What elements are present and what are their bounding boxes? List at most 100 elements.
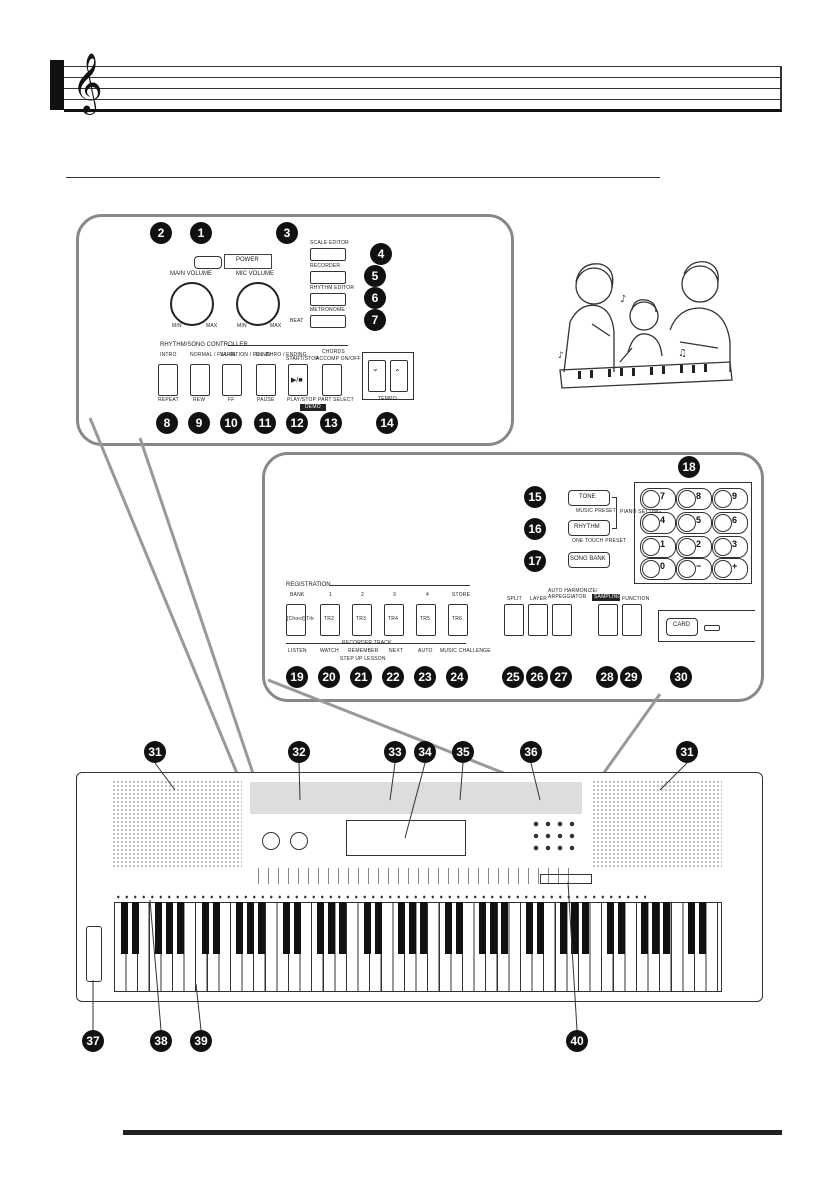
split-button[interactable] (504, 604, 524, 636)
piano-setting-label: PIANO SETTING (620, 509, 662, 515)
pad-key-3[interactable]: 3 (712, 536, 748, 558)
synchro-ending-button[interactable] (256, 364, 276, 396)
callout-6: 6 (364, 287, 386, 309)
callout-28: 28 (596, 666, 618, 688)
pad-key-plus[interactable]: + (712, 558, 748, 580)
svg-text:♫: ♫ (678, 348, 687, 359)
card-frame (658, 610, 755, 642)
layer-button[interactable] (528, 604, 548, 636)
rhythm-button[interactable] (568, 520, 610, 536)
reg-4-button[interactable] (416, 604, 436, 636)
pad-key-2[interactable]: 2 (676, 536, 712, 558)
ctrl-top-accomp: ACCOMP ON/OFF (316, 356, 361, 362)
card-slot-mini[interactable] (540, 874, 592, 884)
intro-button[interactable] (158, 364, 178, 396)
callout-9: 9 (188, 412, 210, 434)
callout-2: 2 (150, 222, 172, 244)
reg-3-button[interactable] (384, 604, 404, 636)
callout-22: 22 (382, 666, 404, 688)
callout-19: 19 (286, 666, 308, 688)
mic-volume-min: MIN (237, 323, 247, 329)
tempo-down-button[interactable] (368, 360, 386, 392)
rhythm-song-controller-label: RHYTHM/SONG CONTROLLER (160, 342, 248, 348)
ctrl-top-variation: VARIATION / FILL-IN (220, 352, 271, 358)
ctrl-bottom-pause: PAUSE (257, 397, 275, 403)
reg-2-button[interactable] (352, 604, 372, 636)
pad-key-9[interactable]: 9 (712, 488, 748, 510)
pad-key-4[interactable]: 4 (640, 512, 676, 534)
svg-text:♪: ♪ (620, 294, 626, 305)
reg-top-4: 4 (426, 592, 429, 598)
scale-editor-button[interactable] (310, 248, 346, 261)
layer-label: LAYER (530, 596, 548, 602)
callout-1: 1 (190, 222, 212, 244)
song-bank-button[interactable] (568, 552, 610, 568)
pad-key-1[interactable]: 1 (640, 536, 676, 558)
key-label-strip (114, 892, 646, 902)
sampling-button[interactable] (598, 604, 618, 636)
callout-13: 13 (320, 412, 342, 434)
staff-line (64, 77, 782, 78)
sampling-label: SAMPLING (594, 594, 622, 600)
start-stop-button[interactable] (288, 364, 308, 396)
chevron-up-icon: ⌃ (394, 368, 401, 377)
callout-34: 34 (414, 741, 436, 763)
auto-harmonize-button[interactable] (552, 604, 572, 636)
ctrl-bottom-rew: REW (193, 397, 206, 403)
callout-31-right: 31 (676, 741, 698, 763)
pad-key-8[interactable]: 8 (676, 488, 712, 510)
reg-top-store: STORE (452, 592, 471, 598)
display-screen[interactable] (346, 820, 466, 856)
main-volume-knob[interactable] (170, 282, 214, 326)
pad-key-5[interactable]: 5 (676, 512, 712, 534)
rhythm-label: RHYTHM (574, 524, 600, 530)
main-volume-max: MAX (206, 323, 218, 329)
rhythm-editor-button[interactable] (310, 293, 346, 306)
variation-fill-in-button[interactable] (222, 364, 242, 396)
card-label: CARD (673, 622, 691, 628)
pad-key-6[interactable]: 6 (712, 512, 748, 534)
reg-store-button[interactable] (448, 604, 468, 636)
pad-key-minus[interactable]: − (676, 558, 712, 580)
rhythm-editor-label: RHYTHM EDITOR (310, 285, 355, 291)
reg-key-tr2: TR2 (324, 616, 335, 622)
mini-number-pad[interactable] (530, 818, 578, 854)
pad-key-7[interactable]: 7 (640, 488, 676, 510)
metronome-button[interactable] (310, 315, 346, 328)
mini-volume-knob[interactable] (262, 832, 280, 850)
pitch-bend-wheel[interactable] (86, 926, 102, 982)
registration-rule (330, 585, 470, 586)
staff-line-bold (64, 109, 782, 112)
reg-bottom-next: NEXT (389, 648, 404, 654)
play-pause-icon: ▶/■ (291, 377, 303, 384)
recorder-button[interactable] (310, 271, 346, 284)
ctrl-bottom-part-select: PART SELECT (318, 397, 354, 403)
mini-mic-knob[interactable] (290, 832, 308, 850)
callout-5: 5 (364, 265, 386, 287)
power-button[interactable] (194, 256, 222, 269)
ctrl-top-normal: NORMAL / FILL-IN (190, 352, 236, 358)
reg-key-tr3: TR3 (356, 616, 367, 622)
mic-volume-knob[interactable] (236, 282, 280, 326)
function-button[interactable] (622, 604, 642, 636)
normal-fill-in-button[interactable] (190, 364, 210, 396)
song-bank-label: SONG BANK (570, 556, 606, 562)
pad-key-0[interactable]: 0 (640, 558, 676, 580)
controls-panel-top (76, 214, 514, 446)
card-button[interactable] (666, 618, 698, 636)
header-left-bar (50, 60, 64, 110)
tone-button[interactable] (568, 490, 610, 506)
recorder-label: RECORDER (310, 263, 341, 269)
svg-text:♪: ♪ (558, 351, 564, 361)
reg-1-button[interactable] (320, 604, 340, 636)
speaker-left (112, 780, 242, 868)
reg-bank-button[interactable] (286, 604, 306, 636)
accomp-on-off-button[interactable] (322, 364, 342, 396)
tempo-up-button[interactable] (390, 360, 408, 392)
callout-40: 40 (566, 1030, 588, 1052)
reg-key-tr6: TR6 (452, 616, 463, 622)
callout-26: 26 (526, 666, 548, 688)
mini-buttons-row[interactable] (258, 868, 578, 884)
card-slot (704, 625, 720, 631)
callout-24: 24 (446, 666, 468, 688)
